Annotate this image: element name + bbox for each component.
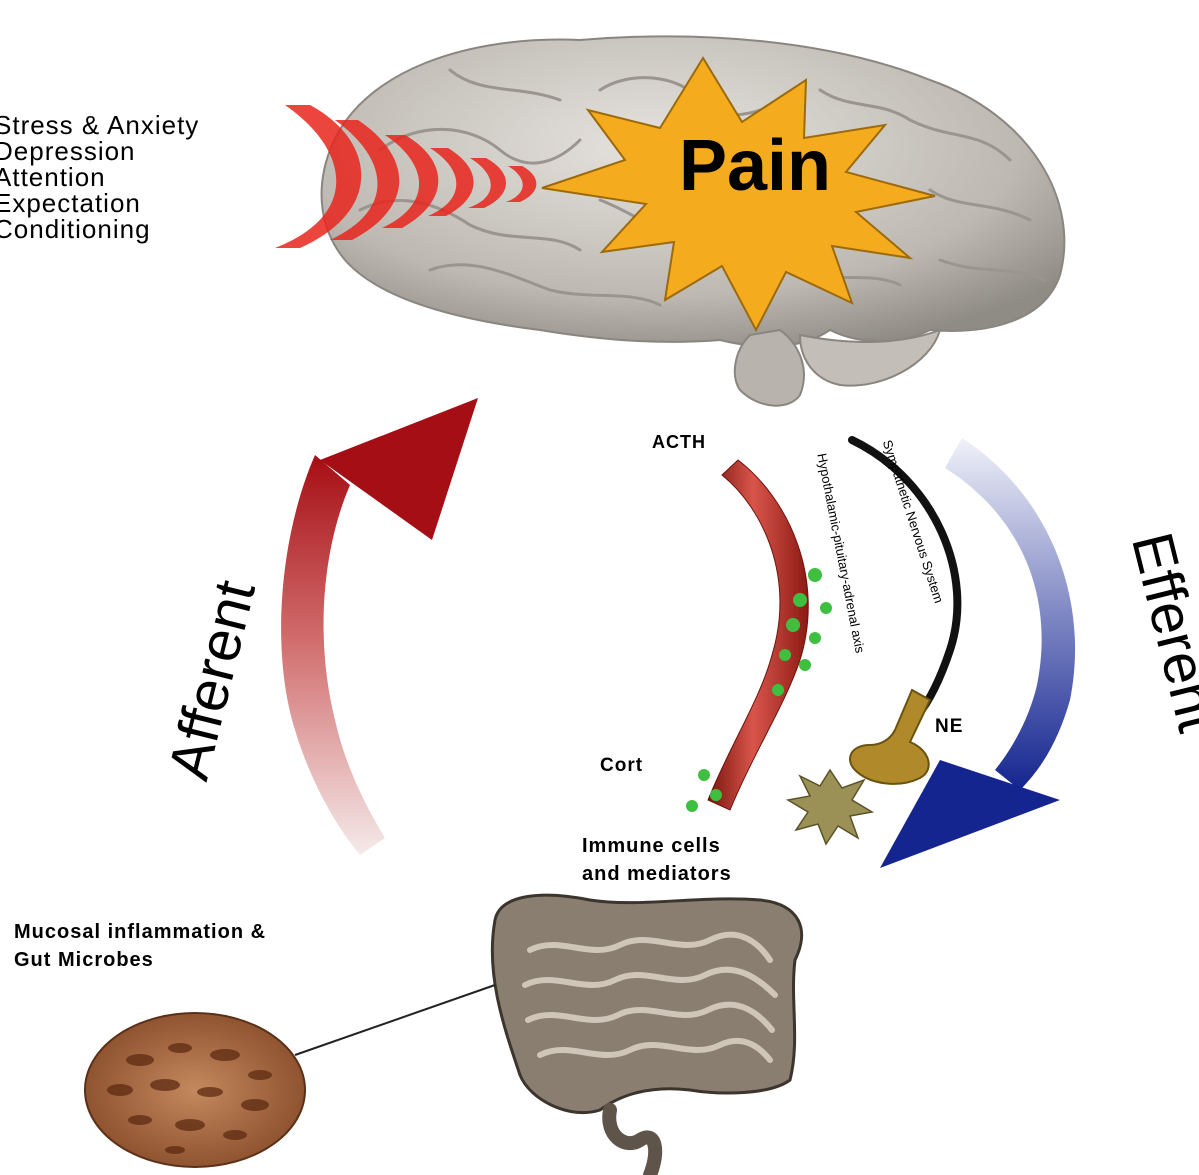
mucosal-label: Mucosal inflammation & Gut Microbes (14, 918, 266, 974)
afferent-arrow (281, 398, 478, 855)
mucosal-label-line: Mucosal inflammation & (14, 918, 266, 946)
immune-label-line: and mediators (582, 860, 732, 888)
immune-label-line: Immune cells (582, 832, 732, 860)
mucosa-connector (295, 985, 495, 1055)
ne-label: NE (935, 716, 963, 738)
pain-label: Pain (679, 126, 831, 206)
nerve-terminal-icon (850, 690, 930, 784)
immune-cell-icon (788, 770, 872, 844)
factor-item: Attention (0, 164, 199, 190)
cortisol-dots-icon (686, 769, 722, 812)
factor-item: Depression (0, 138, 199, 164)
mucosal-label-line: Gut Microbes (14, 946, 266, 974)
cort-label: Cort (600, 755, 643, 777)
factor-item: Expectation (0, 190, 199, 216)
immune-cells-label: Immune cells and mediators (582, 832, 732, 888)
factor-item: Stress & Anxiety (0, 112, 199, 138)
hpa-vessel (708, 460, 832, 810)
mucosa-sample-icon (85, 1013, 305, 1167)
intestine-icon (492, 895, 801, 1175)
psychological-factors-list: Stress & Anxiety Depression Attention Ex… (0, 112, 199, 242)
factor-item: Conditioning (0, 216, 199, 242)
acth-label: ACTH (652, 432, 706, 453)
